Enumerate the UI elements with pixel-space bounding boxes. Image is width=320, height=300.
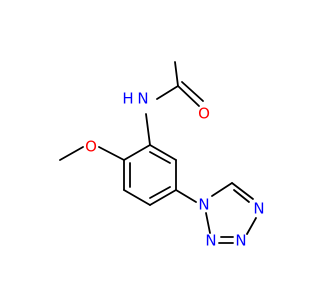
bond-ring-c3-c4 — [123, 189, 151, 206]
bond-carbonyl-o-2 — [181, 81, 204, 102]
bond-n-ring — [145, 113, 151, 146]
atom-amide-n: N — [137, 90, 148, 108]
atom-tetrazole-n4: N — [205, 232, 216, 250]
molecule-structure: H N O O N N N N — [59, 61, 265, 250]
bond-ring-c4-c5-inner — [149, 186, 171, 199]
bond-methoxy-o-ch3 — [59, 146, 84, 161]
bond-tz-n4-n1 — [205, 212, 211, 234]
bond-carbonyl-o-1 — [177, 85, 200, 107]
bond-tz-c-n2-1 — [231, 182, 254, 200]
atom-amide-h: H — [122, 90, 133, 108]
atom-tetrazole-n3: N — [235, 232, 246, 250]
bond-ring-c6-c1 — [149, 144, 177, 161]
bond-ring-c4-c5 — [149, 189, 177, 206]
bond-layer — [59, 61, 257, 244]
bond-tz-n1-c — [211, 182, 233, 197]
bond-tz-n2-n3 — [246, 217, 257, 235]
atom-layer: H N O O N N N N — [85, 90, 265, 250]
atom-tetrazole-n2: N — [253, 200, 264, 218]
bond-ring-c6-c1-inner — [149, 151, 171, 164]
bond-ring-c1-c2 — [123, 144, 151, 161]
atom-tetrazole-n1: N — [198, 196, 209, 214]
atom-carbonyl-o: O — [198, 105, 210, 123]
atom-methoxy-o: O — [85, 138, 97, 156]
bond-tz-c-n2-2 — [233, 189, 250, 203]
bond-ring-methoxy-o — [98, 146, 125, 161]
bond-carbonyl-n — [156, 85, 179, 100]
bond-methyl-carbonyl — [174, 61, 179, 87]
bond-ring-tetrazole — [175, 189, 197, 203]
